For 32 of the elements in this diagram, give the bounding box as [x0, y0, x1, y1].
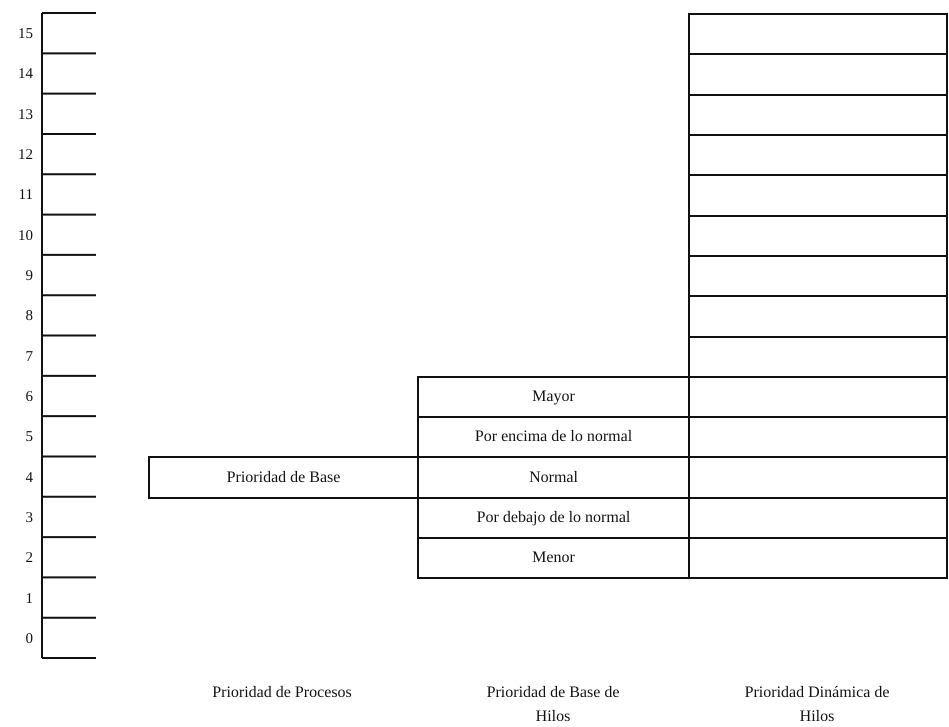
priority-number: 2 [24, 549, 33, 568]
priority-number: 5 [24, 428, 33, 446]
priority-number: 14 [17, 65, 33, 84]
priority-number: 6 [24, 388, 33, 406]
priority-number: 13 [17, 106, 33, 124]
priority-slot [688, 53, 948, 96]
priority-number: 8 [24, 307, 33, 326]
column-caption: Prioridad Dinámica de Hilos [744, 683, 890, 727]
column-caption: Prioridad de Procesos [211, 683, 353, 703]
priority-number: 0 [24, 630, 33, 648]
priority-number: 4 [24, 468, 33, 487]
priority-number: 10 [17, 226, 33, 245]
priority-slot [688, 336, 948, 378]
priority-number: 1 [24, 590, 33, 608]
priority-box: Mayor [417, 376, 690, 418]
priority-slot [688, 94, 948, 136]
priority-slot [688, 174, 948, 217]
priority-number: 3 [24, 508, 33, 527]
priority-number: 12 [17, 146, 33, 164]
priority-number: 11 [18, 186, 33, 204]
priority-number: 9 [24, 267, 33, 286]
priority-box: Menor [417, 537, 690, 580]
priority-box: Prioridad de Base [148, 456, 419, 499]
priority-number: 15 [17, 25, 33, 44]
priority-slot [688, 295, 948, 338]
priority-slot [688, 254, 948, 298]
priority-slot [688, 13, 948, 56]
column-caption: Prioridad de Base de Hilos [486, 683, 620, 727]
priority-slot [688, 537, 948, 580]
priority-number: 7 [24, 348, 33, 366]
priority-slot [688, 214, 948, 257]
priority-slot [688, 134, 948, 176]
